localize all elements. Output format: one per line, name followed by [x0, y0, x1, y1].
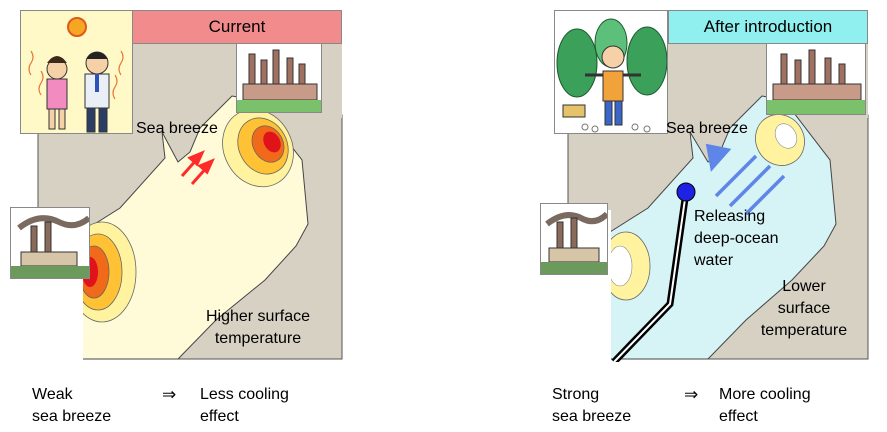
- releasing-water-label: Releasing deep-ocean water: [694, 208, 779, 269]
- heat-waves-icon: [28, 50, 124, 100]
- pipe-outlet-icon: [676, 182, 696, 202]
- person-figure-icon: [585, 45, 641, 126]
- sea-breeze-arrows: [705, 143, 786, 216]
- factory-picture-left: [540, 203, 608, 275]
- heat-plume-left: [67, 221, 137, 323]
- header-after: After introduction: [668, 10, 868, 44]
- heat-plume-top: [222, 108, 294, 188]
- factory-icon: [237, 49, 321, 112]
- factory-icon: [767, 49, 865, 114]
- header-current-label: Current: [208, 17, 266, 36]
- panel-current: Current: [10, 10, 350, 362]
- man-figure-icon: [84, 51, 110, 133]
- park-person-picture: [554, 10, 668, 134]
- factory-icon: [541, 211, 607, 274]
- caption-wind-after: Strong sea breeze: [552, 386, 632, 425]
- map-current: [20, 34, 343, 360]
- caption-effect-after: More cooling effect: [719, 386, 811, 425]
- factory-picture-left: [10, 207, 90, 279]
- caption-wind-current: Weak sea breeze: [32, 386, 112, 425]
- woman-figure-icon: [46, 56, 68, 130]
- header-current: Current: [132, 10, 342, 44]
- implies-arrow-icon: ⇒: [684, 385, 699, 404]
- heat-plume-top: [755, 114, 805, 166]
- trees-icon: [556, 18, 667, 98]
- sea-breeze-arrows: [180, 150, 215, 185]
- panel-after: After introduction: [540, 10, 870, 362]
- surface-temperature-label: Higher surface temperature: [205, 308, 311, 347]
- sea-breeze-label: Sea breeze: [666, 120, 748, 137]
- hot-people-picture: [20, 10, 133, 134]
- factory-picture-top: [236, 43, 322, 113]
- header-after-label: After introduction: [703, 17, 833, 36]
- implies-arrow-icon: ⇒: [162, 385, 177, 404]
- park-sign-icon: [562, 104, 586, 118]
- deep-water-pipe: [611, 182, 696, 362]
- sun-icon: [67, 17, 87, 37]
- sea-breeze-label: Sea breeze: [136, 120, 218, 137]
- factory-picture-top: [766, 43, 866, 115]
- caption-effect-current: Less cooling effect: [200, 386, 289, 425]
- factory-icon: [11, 215, 89, 278]
- flowers-icon: [581, 123, 651, 133]
- surface-temperature-label: Lower surface temperature: [760, 278, 848, 339]
